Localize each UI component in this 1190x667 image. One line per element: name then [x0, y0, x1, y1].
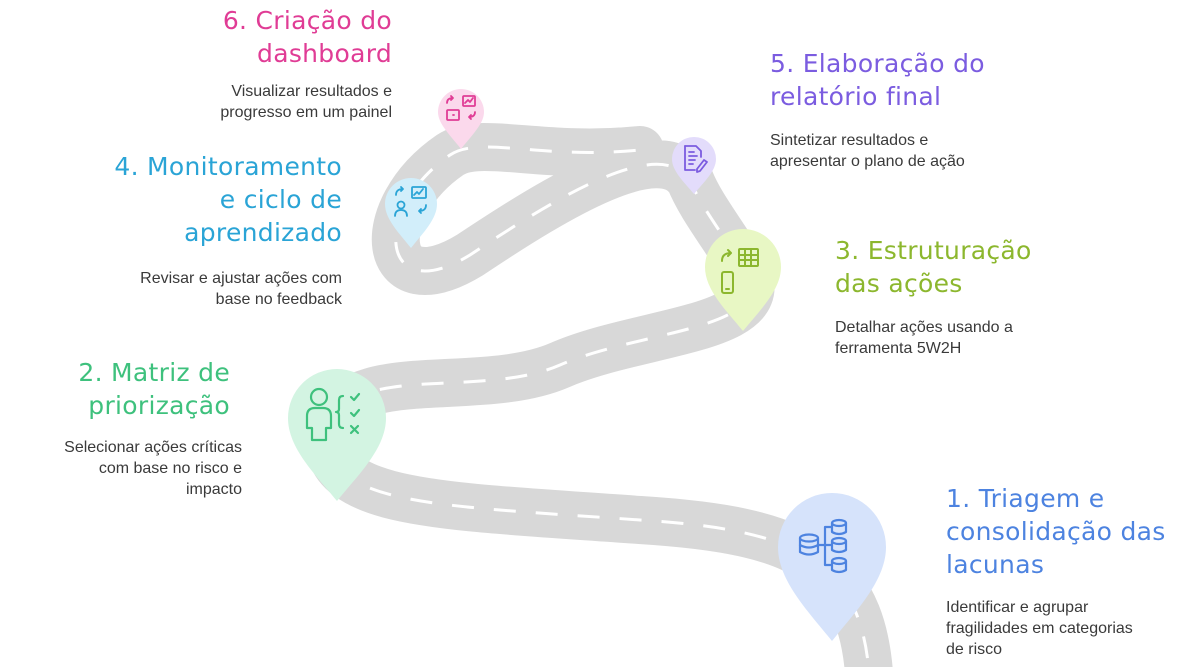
step-6-pin-shape [438, 89, 484, 149]
step-1-description: Identificar e agrupar fragilidades em ca… [946, 597, 1190, 660]
step-2-pin-shape [288, 369, 386, 501]
step-5-title-line-1: 5. Elaboração do [770, 49, 985, 78]
step-2-title-line-1: 2. Matriz de [78, 358, 230, 387]
document-edit-icon [684, 145, 708, 173]
step-6-description: Visualizar resultados e progresso em um … [120, 81, 392, 123]
step-3-description-line-2: ferramenta 5W2H [835, 340, 962, 357]
step-2-description-line-3: impacto [185, 481, 242, 498]
step-5-description-line-2: apresentar o plano de ação [770, 153, 965, 170]
step-5-title: 5. Elaboração do relatório final [770, 47, 1100, 113]
step-2-title: 2. Matriz de priorização [30, 356, 230, 422]
step-6-description-line-2: progresso em um painel [220, 104, 392, 121]
step-4-description-line-2: base no feedback [215, 291, 342, 308]
road-center-dashes [327, 145, 870, 667]
step-4-marker [384, 177, 438, 249]
step-2-title-line-2: priorização [88, 391, 230, 420]
step-3-description-line-1: Detalhar ações usando a [835, 319, 1013, 336]
step-2-marker [287, 368, 387, 502]
step-5-title-line-2: relatório final [770, 82, 942, 111]
step-3-marker [704, 228, 782, 332]
step-1-description-line-2: fragilidades em categorias [946, 620, 1133, 637]
step-6-title-line-2: dashboard [257, 39, 392, 68]
step-3-title: 3. Estruturação das ações [835, 234, 1095, 300]
step-3-description: Detalhar ações usando a ferramenta 5W2H [835, 317, 1115, 359]
step-5-description-line-1: Sintetizar resultados e [770, 132, 929, 149]
step-2-description-line-1: Selecionar ações críticas [64, 439, 242, 456]
step-6-marker [437, 88, 485, 150]
step-1-title-line-2: consolidação das [946, 517, 1166, 546]
dashboard-exchange-icon [446, 95, 476, 121]
step-1-marker [777, 492, 887, 642]
step-3-title-line-2: das ações [835, 269, 963, 298]
step-4-title-line-3: aprendizado [184, 218, 342, 247]
step-1-title-line-1: 1. Triagem e [946, 484, 1105, 513]
step-4-title-line-2: e ciclo de [219, 185, 342, 214]
step-5-marker [671, 137, 717, 195]
step-3-pin-shape [705, 229, 781, 331]
step-4-title-line-1: 4. Monitoramento [114, 152, 342, 181]
step-6-title-line-1: 6. Criação do [222, 6, 392, 35]
step-1-description-line-3: de risco [946, 641, 1003, 658]
person-presentation-icon [394, 186, 427, 217]
step-4-description: Revisar e ajustar ações com base no feed… [40, 268, 342, 310]
step-1-description-line-1: Identificar e agrupar [946, 599, 1089, 616]
step-5-pin-shape [672, 137, 716, 194]
step-1-title: 1. Triagem e consolidação das lacunas [946, 482, 1190, 581]
step-1-title-line-3: lacunas [946, 550, 1045, 579]
step-6-description-line-1: Visualizar resultados e [231, 83, 392, 100]
phone-table-icon [721, 248, 759, 294]
step-6-title: 6. Criação do dashboard [120, 4, 392, 70]
person-checklist-icon [305, 387, 361, 442]
step-4-title: 4. Monitoramento e ciclo de aprendizado [50, 150, 342, 249]
step-3-title-line-1: 3. Estruturação [835, 236, 1032, 265]
database-hierarchy-icon [798, 518, 848, 574]
step-2-description-line-2: com base no risco e [98, 460, 242, 477]
step-2-description: Selecionar ações críticas com base no ri… [0, 437, 242, 500]
step-4-description-line-1: Revisar e ajustar ações com [140, 270, 342, 287]
step-5-description: Sintetizar resultados e apresentar o pla… [770, 130, 1070, 172]
step-4-pin-shape [385, 178, 437, 248]
